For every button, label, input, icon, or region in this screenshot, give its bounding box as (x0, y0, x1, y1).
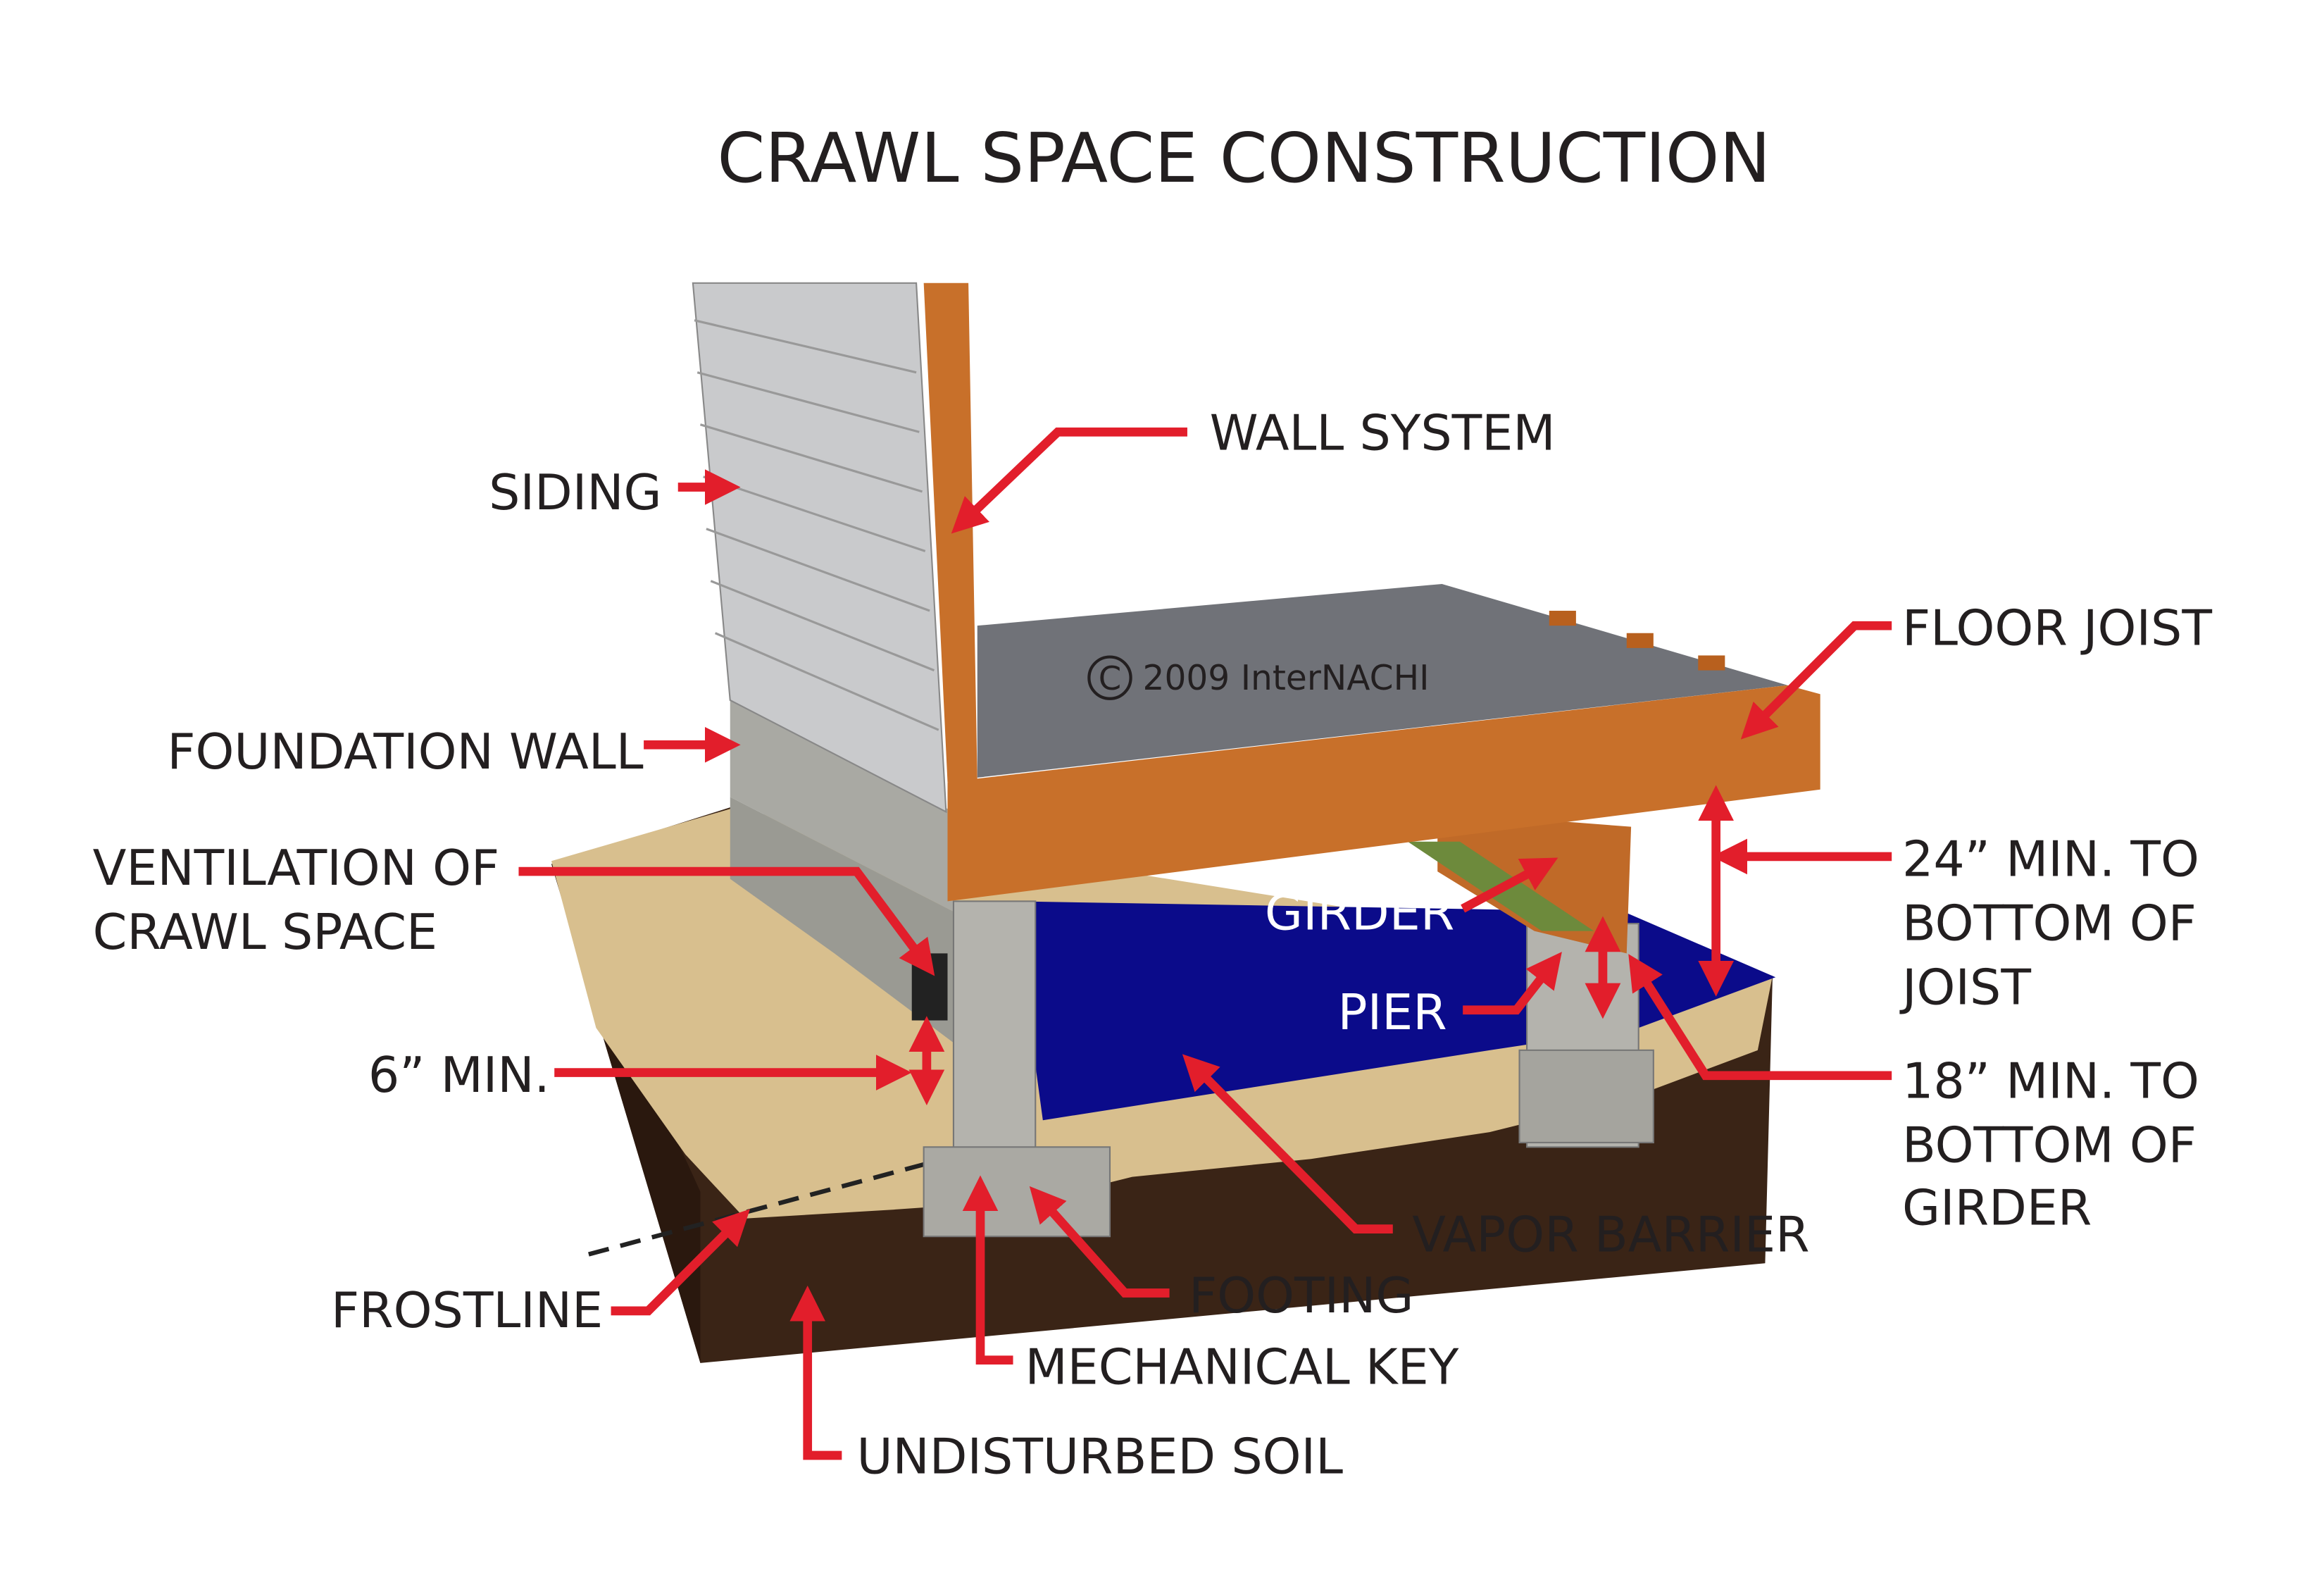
footing-arrow (1029, 1186, 1170, 1298)
diagram-title: CRAWL SPACE CONSTRUCTION (717, 118, 1770, 198)
girder-clearance-arrow (1628, 954, 1892, 1081)
floor-joist-arrow (1740, 621, 1892, 740)
callout-arrows (518, 427, 1892, 1460)
copyright-mark: C 2009 InterNACHI (1087, 655, 1430, 700)
ventilation-arrow (518, 866, 935, 976)
siding-courses (694, 319, 939, 731)
copyright-text: 2009 InterNACHI (1143, 659, 1430, 698)
pier-footing (1518, 1049, 1654, 1144)
siding (692, 282, 947, 814)
label-siding: SIDING (489, 464, 661, 521)
rim-joist (947, 685, 1820, 902)
label-footing: FOOTING (1189, 1267, 1413, 1324)
label-joist-clearance-line3: JOIST (1899, 959, 2031, 1016)
frostline-arrow (611, 1209, 751, 1316)
label-ventilation-line1: VENTILATION OF (93, 840, 499, 897)
label-ventilation-line2: CRAWL SPACE (93, 904, 437, 961)
foundation-wall-front (730, 797, 954, 1043)
mechanical-key-arrow (962, 1175, 1013, 1365)
undisturbed-soil-arrow (789, 1285, 842, 1460)
label-floor-joist: FLOOR JOIST (1902, 600, 2212, 657)
label-girder-clearance-line1: 18” MIN. TO (1902, 1053, 2199, 1110)
girder-arrow (1461, 857, 1558, 913)
label-foundation-wall: FOUNDATION WALL (167, 723, 643, 781)
svg-text:C: C (1099, 659, 1121, 697)
vapor-barrier-arrow (1182, 1054, 1393, 1233)
joist-ends (1549, 611, 1725, 671)
label-girder-clearance-line3: GIRDER (1902, 1179, 2092, 1236)
label-joist-clearance-line1: 24” MIN. TO (1902, 831, 2199, 888)
pier-arrow (1463, 952, 1562, 1015)
crawl-vent (911, 953, 948, 1021)
footing-left (923, 1146, 1111, 1238)
label-frostline: FROSTLINE (331, 1282, 603, 1339)
wall-stud (923, 282, 977, 783)
label-joist-clearance-line2: BOTTOM OF (1902, 895, 2197, 952)
foundation-wall (730, 697, 954, 912)
label-girder: GIRDER (1265, 885, 1454, 942)
label-undisturbed-soil: UNDISTURBED SOIL (856, 1428, 1343, 1485)
label-wall-system: WALL SYSTEM (1210, 405, 1556, 462)
subfloor-deck (977, 583, 1788, 778)
label-mechanical-key: MECHANICAL KEY (1025, 1339, 1458, 1396)
label-six-min: 6” MIN. (368, 1047, 550, 1104)
label-girder-clearance-line2: BOTTOM OF (1902, 1117, 2197, 1174)
wall-system-arrow (951, 427, 1187, 534)
label-vapor-barrier: VAPOR BARRIER (1412, 1206, 1809, 1263)
label-pier: PIER (1338, 984, 1447, 1041)
foundation-column (952, 900, 1037, 1178)
